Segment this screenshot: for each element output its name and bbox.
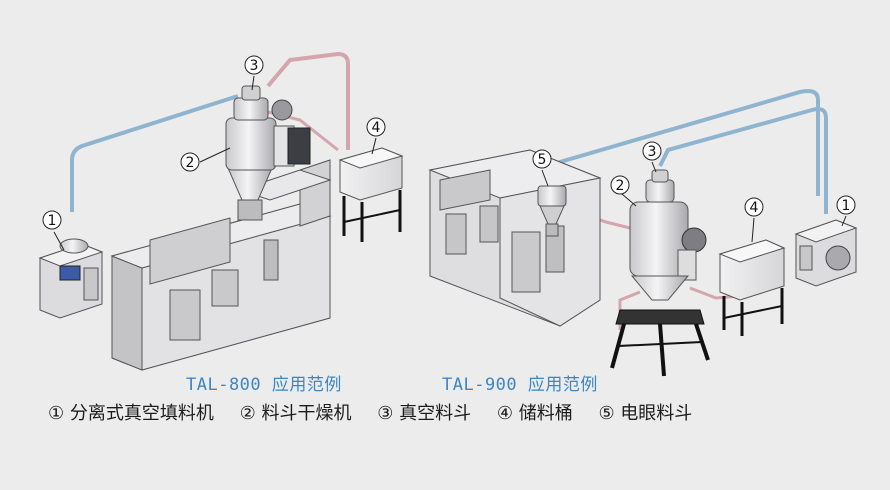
legend-item-2: ② 料斗干燥机 bbox=[240, 403, 352, 424]
legend-item-4: ④ 储料桶 bbox=[497, 403, 573, 424]
right-hopper-dryer bbox=[610, 169, 710, 377]
right-storage-bin bbox=[718, 239, 786, 336]
caption-tal-900: TAL-900 应用范例 bbox=[442, 375, 598, 395]
marker-number: 3 bbox=[648, 144, 657, 160]
legend-label: 储料桶 bbox=[518, 403, 573, 424]
legend-label: 电眼料斗 bbox=[620, 403, 693, 424]
legend-label: 料斗干燥机 bbox=[261, 403, 352, 424]
marker-right-2: 2 bbox=[610, 175, 637, 207]
legend-num: ⑤ bbox=[598, 403, 615, 424]
marker-right-3: 3 bbox=[642, 141, 662, 173]
left-pipe-red bbox=[266, 51, 350, 150]
left-storage-bin bbox=[338, 147, 404, 242]
right-photo-sensor-hopper bbox=[537, 185, 567, 237]
legend-item-1: ① 分离式真空填料机 bbox=[48, 403, 214, 424]
marker-left-3: 3 bbox=[244, 55, 264, 91]
marker-number: 3 bbox=[250, 58, 259, 74]
marker-number: 4 bbox=[750, 200, 759, 216]
marker-number: 2 bbox=[186, 155, 195, 171]
legend-num: ③ bbox=[377, 403, 394, 424]
marker-left-1: 1 bbox=[42, 210, 65, 251]
legend-label: 真空料斗 bbox=[399, 403, 472, 424]
marker-number: 2 bbox=[616, 178, 625, 194]
marker-left-4: 4 bbox=[366, 117, 386, 155]
right-pipe-blue bbox=[548, 89, 820, 196]
marker-right-1: 1 bbox=[836, 195, 856, 227]
legend: ① 分离式真空填料机 ② 料斗干燥机 ③ 真空料斗 ④ 储料桶 ⑤ 电眼料斗 bbox=[48, 399, 712, 425]
marker-number: 1 bbox=[48, 213, 57, 229]
legend-num: ① bbox=[48, 403, 65, 424]
right-pipe-blue-2 bbox=[658, 107, 828, 214]
legend-item-5: ⑤ 电眼料斗 bbox=[598, 403, 692, 424]
marker-right-5: 5 bbox=[532, 149, 552, 187]
left-injection-machine bbox=[110, 159, 332, 371]
left-hopper-dryer bbox=[225, 85, 311, 221]
marker-number: 4 bbox=[372, 120, 381, 136]
left-pipe-blue bbox=[70, 94, 239, 212]
legend-label: 分离式真空填料机 bbox=[69, 403, 214, 424]
legend-item-3: ③ 真空料斗 bbox=[377, 403, 471, 424]
legend-num: ② bbox=[239, 403, 256, 424]
marker-number: 5 bbox=[538, 152, 547, 168]
marker-left-2: 2 bbox=[180, 147, 231, 172]
left-vacuum-loader bbox=[38, 238, 104, 319]
legend-num: ④ bbox=[496, 403, 513, 424]
marker-number: 1 bbox=[842, 198, 851, 214]
right-injection-machine bbox=[428, 149, 602, 327]
caption-tal-800: TAL-800 应用范例 bbox=[186, 375, 342, 395]
right-vacuum-loader bbox=[794, 219, 858, 287]
marker-right-4: 4 bbox=[744, 197, 764, 243]
